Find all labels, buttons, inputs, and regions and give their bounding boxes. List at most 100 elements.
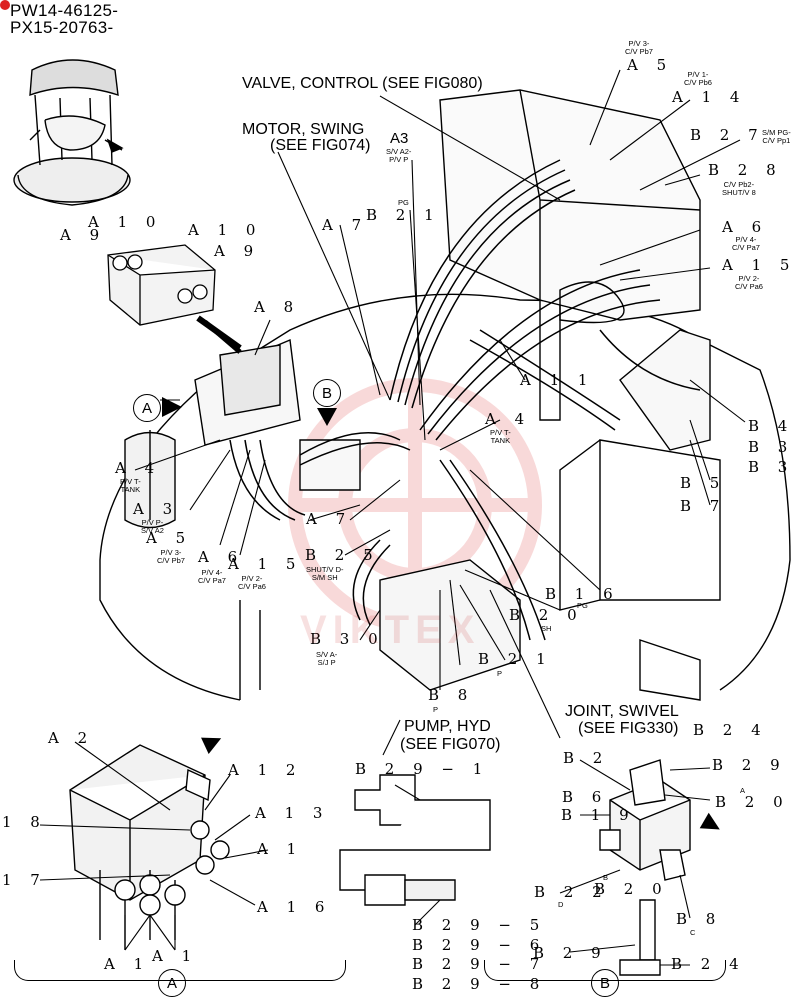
part-b35: B 3 5 [748, 458, 804, 476]
part-b30: B 3 0 [310, 630, 385, 648]
detail-a-marker: A [158, 969, 186, 997]
note-p-b8: P [433, 705, 439, 714]
watermark-text: VIKTEX [300, 608, 481, 652]
note-sv-a-sjp: S/V A-S/J P [316, 650, 338, 667]
note-sm-pg: S/M PG-C/V Pp1 [762, 128, 791, 145]
part-b29-bottom: B 2 9 [533, 944, 608, 962]
note-sh-b20: SH [541, 624, 552, 633]
title-hyd-pump: PUMP, HYD [404, 718, 491, 735]
detail-b-drawing [599, 759, 691, 976]
part-a2: A 2 [48, 729, 95, 747]
note-pg-b16: PG [577, 601, 588, 610]
part-a17: 1 7 [2, 871, 47, 889]
view-a-arrow-icon [162, 397, 182, 417]
note-d-b22: D [558, 900, 564, 909]
leader-lines [39, 69, 746, 966]
upper-frame-drawing [99, 89, 791, 701]
title-swing-motor-ref: (SEE FIG074) [270, 137, 371, 154]
part-b29-7: B 2 9 − 7 [412, 955, 547, 973]
part-b7: B 7 [680, 497, 727, 515]
part-a4-left: A 4 [115, 459, 162, 477]
part-a3-left: A 3 [133, 500, 180, 518]
machine-inset-drawing [13, 59, 131, 206]
note-shutv-d: SHUT/V D-S/M SH [306, 565, 344, 582]
title-control-valve: VALVE, CONTROL (SEE FIG080) [242, 75, 483, 92]
corner-badge-icon [0, 0, 10, 10]
part-a11: A 1 1 [520, 371, 595, 389]
part-b5: B 5 [680, 474, 727, 492]
part-b29-top: B 2 9 [712, 756, 787, 774]
part-a7-mid: A 7 [306, 510, 353, 528]
part-b20-detail: B 2 0 [715, 793, 790, 811]
title-hyd-pump-ref: (SEE FIG070) [400, 736, 501, 753]
note-pv-t-tank-left: P/V T-TANK [120, 477, 141, 494]
part-a14: A 1 4 [672, 88, 747, 106]
part-a1-right: A 1 [257, 840, 304, 858]
view-a-marker: A [133, 394, 161, 422]
note-pv-p-sv-a2: P/V P-S/V A2 [141, 518, 164, 535]
part-a1-bottom-left: A 1 [104, 955, 151, 973]
part-a12: A 1 2 [228, 761, 303, 779]
note-p-b21: P [497, 669, 503, 678]
part-a16: A 1 6 [257, 898, 332, 916]
hose-lines [229, 159, 701, 641]
part-a10-right: A 1 0 [188, 221, 263, 239]
title-swivel-joint-ref: (SEE FIG330) [578, 720, 679, 737]
part-a13: A 1 3 [255, 804, 330, 822]
detail-a-bracket [14, 960, 346, 981]
part-b34: B 3 4 [748, 438, 804, 456]
note-b-b20: B [603, 873, 609, 882]
pointer-arrow [203, 320, 242, 354]
note-pv2-pa6-top: P/V 2-C/V Pa6 [735, 274, 763, 291]
part-b24-bottom: B 2 4 [671, 955, 746, 973]
part-a10-left: A 1 0 [88, 213, 163, 231]
b29-sensor-drawing [339, 774, 491, 906]
part-b6: B 6 [562, 788, 609, 806]
part-b29-1: B 2 9 − 1 [355, 760, 490, 778]
part-b21-main: B 2 1 [478, 650, 553, 668]
note-pv1-pb6: P/V 1-C/V Pb6 [684, 70, 712, 87]
part-a6-top: A 6 [722, 218, 769, 236]
note-pv4-pa7-top: P/V 4-C/V Pa7 [732, 235, 760, 252]
part-b29-8: B 2 9 − 8 [412, 975, 547, 993]
part-b20-lower: B 2 0 [594, 880, 669, 898]
part-b25: B 2 5 [305, 546, 380, 564]
part-a1-bottom-right: A 1 [152, 947, 199, 965]
view-b-arrow-icon [317, 408, 337, 426]
title-swing-motor: MOTOR, SWING [242, 121, 365, 138]
part-a15-top: A 1 5 [722, 256, 797, 274]
note-a-b20: A [740, 786, 746, 795]
note-pv3-pb7: P/V 3-C/V Pb7 [625, 39, 653, 56]
note-pv2-pa6-left: P/V 2-C/V Pa6 [238, 574, 266, 591]
part-b24-top: B 2 4 [693, 721, 768, 739]
part-a3-label: A3 [390, 130, 409, 147]
part-b22: B 2 2 [534, 883, 609, 901]
part-a8: A 8 [254, 298, 301, 316]
serial-number-1: PW14-46125- [10, 1, 119, 20]
part-b19: B 1 9 [561, 806, 636, 824]
part-b2: B 2 [563, 749, 610, 767]
note-pv4-pa7-left: P/V 4-C/V Pa7 [198, 568, 226, 585]
part-b8-main: B 8 [428, 686, 475, 704]
part-a9-right: A 9 [214, 242, 261, 260]
note-pg-b21: PG [398, 198, 409, 207]
detail-b-marker: B [591, 969, 619, 997]
a9-a10-detail-drawing [107, 244, 242, 351]
part-b20-main: B 2 0 [509, 606, 584, 624]
note-sv-a2-pvp: S/V A2-P/V P [386, 147, 412, 164]
detail-a-drawing [69, 744, 230, 950]
note-cv-pb2: C/V Pb2-SHUT/V 8 [722, 180, 756, 197]
note-pv3-pb7-left: P/V 3-C/V Pb7 [157, 548, 185, 565]
part-b21-top: B 2 1 [366, 206, 441, 224]
part-b28: B 2 8 [708, 161, 783, 179]
serial-number-2: PX15-20763- [10, 18, 114, 37]
title-swivel-joint: JOINT, SWIVEL [565, 703, 679, 720]
part-b27: B 2 7 [690, 126, 765, 144]
part-b29-5: B 2 9 − 5 [412, 916, 547, 934]
part-b16: B 1 6 [545, 585, 620, 603]
part-a6-left: A 6 [198, 548, 245, 566]
part-a5-top: A 5 [627, 56, 674, 74]
part-a9-left: A 9 [60, 226, 107, 244]
part-b8-detail: B 8 [676, 910, 723, 928]
